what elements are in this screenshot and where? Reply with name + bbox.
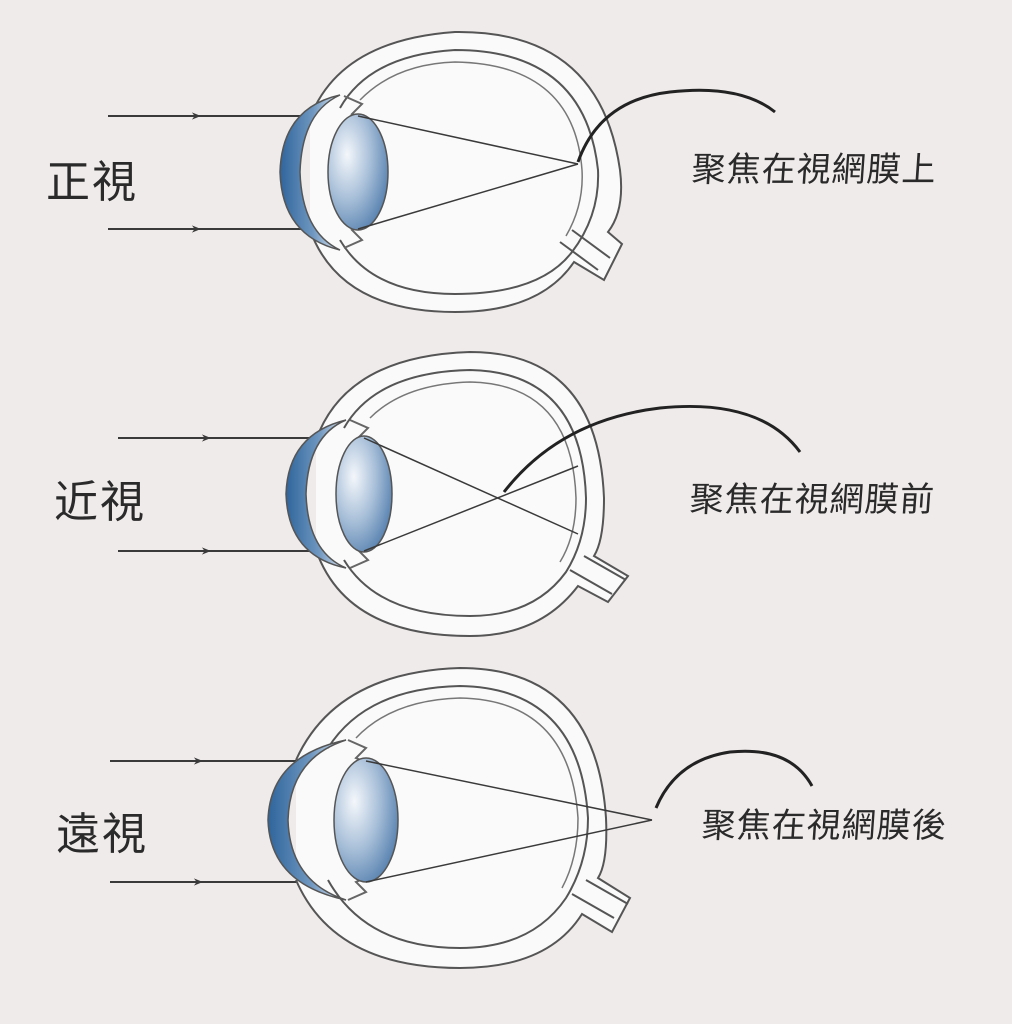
optic-nerve [571, 229, 611, 259]
refracted-ray-top [365, 760, 653, 821]
callout-line [576, 88, 776, 163]
eyeball-outer [295, 666, 632, 970]
condition-label-hyperopia: 遠視 [56, 809, 148, 860]
retina [355, 697, 579, 889]
eyeball-inner-wall [339, 48, 600, 296]
callout-line [654, 749, 814, 809]
condition-label-normal: 正視 [46, 157, 138, 208]
refracted-ray-bottom [357, 163, 579, 230]
optic-nerve-edge [559, 241, 599, 271]
focus-note-myopia: 聚焦在視網膜前 [688, 480, 937, 520]
optic-nerve [585, 879, 629, 905]
focus-note-hyperopia: 聚焦在視網膜後 [700, 806, 949, 846]
eyeball-outer [309, 30, 624, 314]
condition-label-myopia: 近視 [54, 477, 146, 528]
refracted-ray-bottom [365, 819, 653, 883]
focus-note-normal: 聚焦在視網膜上 [690, 150, 939, 190]
eyeball-outer [315, 350, 630, 638]
lens [335, 435, 393, 553]
eye-panel-normal [108, 30, 776, 314]
refracted-ray-bottom [363, 465, 579, 552]
eyeball-inner-wall [343, 368, 588, 618]
cornea [285, 419, 347, 569]
callout-line [502, 404, 802, 493]
optic-nerve-edge [569, 569, 613, 595]
refracted-ray-top [357, 115, 579, 165]
retina [359, 61, 583, 237]
eye-panel-myopia [118, 350, 802, 638]
eyeball-inner-wall [327, 684, 590, 950]
lens [333, 757, 399, 883]
optic-nerve-edge [571, 893, 615, 919]
lens [327, 113, 389, 231]
retina [369, 381, 577, 563]
eye-panel-hyperopia [110, 666, 814, 970]
optic-nerve [583, 555, 627, 581]
cornea [267, 739, 347, 901]
refracted-ray-top [363, 437, 579, 535]
cornea [279, 94, 341, 251]
